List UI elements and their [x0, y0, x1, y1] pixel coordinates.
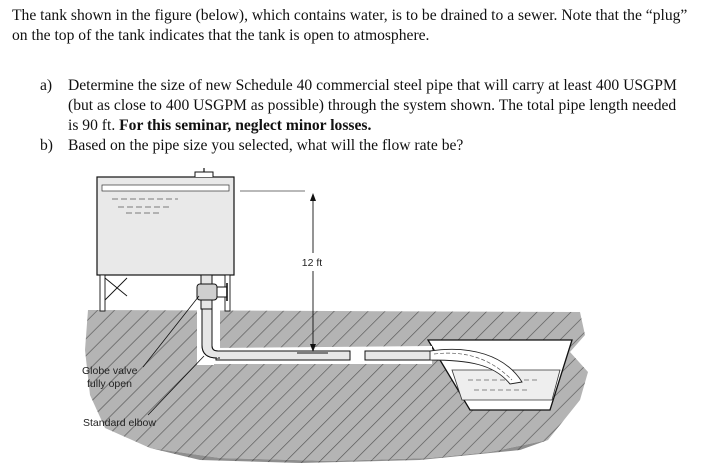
vertical-pipe	[197, 308, 220, 365]
problem-intro: The tank shown in the figure (below), wh…	[12, 7, 688, 44]
question-b-text: Based on the pipe size you selected, wha…	[68, 137, 464, 154]
valve-callout: Globe valve fully open	[82, 295, 200, 390]
question-a: a) Determine the size of new Schedule 40…	[40, 76, 690, 136]
question-list: a) Determine the size of new Schedule 40…	[40, 76, 690, 156]
height-dimension: 12 ft	[240, 190, 328, 354]
height-label: 12 ft	[302, 257, 323, 269]
horizontal-pipe	[213, 346, 432, 364]
question-b: b) Based on the pipe size you selected, …	[40, 136, 690, 156]
globe-valve	[196, 274, 228, 310]
valve-label-line2: fully open	[87, 378, 132, 390]
elbow-label: Standard elbow	[83, 417, 156, 429]
question-b-label: b)	[40, 137, 53, 154]
question-a-label: a)	[40, 77, 53, 94]
elbow-callout: Standard elbow	[83, 355, 205, 429]
question-a-emphasis: For this seminar, neglect minor losses.	[119, 117, 372, 134]
valve-label-line1: Globe valve	[82, 365, 138, 377]
question-a-body: Determine the size of new Schedule 40 co…	[68, 77, 677, 134]
discharge-stream	[429, 348, 523, 385]
question-a-text: Determine the size of new Schedule 40 co…	[68, 76, 690, 136]
tank	[96, 168, 235, 276]
